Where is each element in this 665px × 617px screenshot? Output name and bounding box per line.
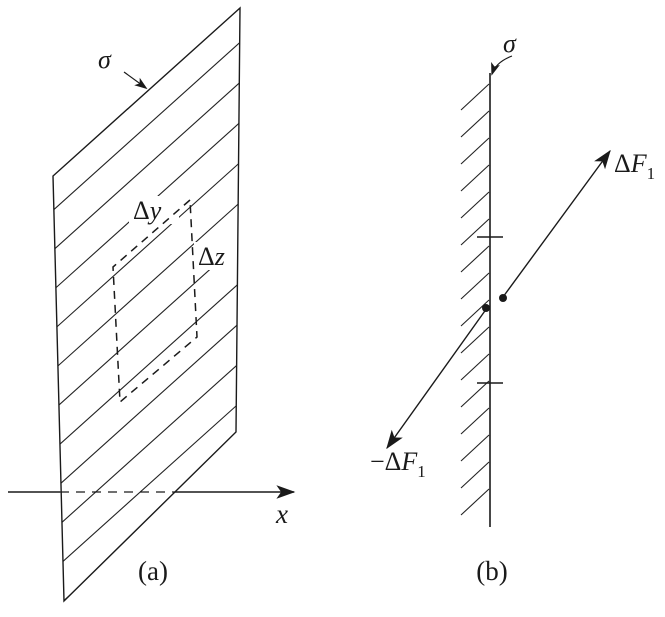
hatch-mark [460, 164, 490, 192]
hatch-mark [460, 191, 490, 219]
caption-b: (b) [476, 556, 507, 586]
hatch-mark [460, 407, 490, 435]
force-neg-f1-label: −ΔF1 [370, 447, 426, 481]
label-clearance [194, 242, 240, 270]
hatch-line [53, 161, 240, 401]
hatch-mark [460, 218, 490, 246]
force-arrow-neg-f1 [386, 307, 488, 450]
hatch-mark [460, 380, 490, 408]
hatch-mark [460, 326, 490, 354]
hatch-line [53, 41, 240, 281]
hatch-mark [460, 272, 490, 300]
sigma-leader-arrow [123, 71, 148, 90]
hatch-mark [460, 137, 490, 165]
hatch-mark [460, 461, 490, 489]
hatch-mark [460, 245, 490, 273]
area-element-dashed [112, 198, 198, 404]
hatch-line [53, 281, 240, 521]
hatch-line [53, 241, 240, 481]
force-point-dot-right [499, 294, 507, 302]
hatch-mark [460, 353, 490, 381]
plane-hatching [53, 8, 240, 601]
panel-a: σ Δy Δz x (a) [8, 6, 296, 603]
x-axis-label: x [275, 499, 288, 529]
hatch-mark [460, 110, 490, 138]
delta-z-label: Δz [198, 242, 225, 271]
force-arrow-f1 [502, 149, 611, 298]
sigma-leader-arrow-b [491, 55, 513, 76]
edge-hatching [460, 83, 490, 516]
caption-a: (a) [138, 556, 168, 586]
hatch-line [53, 201, 240, 441]
hatch-line [53, 121, 240, 361]
hatch-mark [460, 488, 490, 516]
plane-outline [52, 6, 241, 603]
force-f1-label: ΔF1 [614, 149, 655, 183]
delta-y-label: Δy [133, 196, 162, 225]
hatch-mark [460, 434, 490, 462]
force-point-dot-left [482, 304, 490, 312]
hatch-line [53, 361, 240, 601]
sigma-label-a: σ [98, 45, 112, 74]
panel-b: σ ΔF1 −ΔF1 (b) [370, 29, 655, 586]
hatch-line [53, 8, 240, 241]
hatch-mark [460, 83, 490, 111]
hatch-line [53, 321, 240, 561]
sigma-label-b: σ [503, 29, 517, 58]
label-clearance [129, 196, 179, 224]
hatch-mark [460, 299, 490, 327]
